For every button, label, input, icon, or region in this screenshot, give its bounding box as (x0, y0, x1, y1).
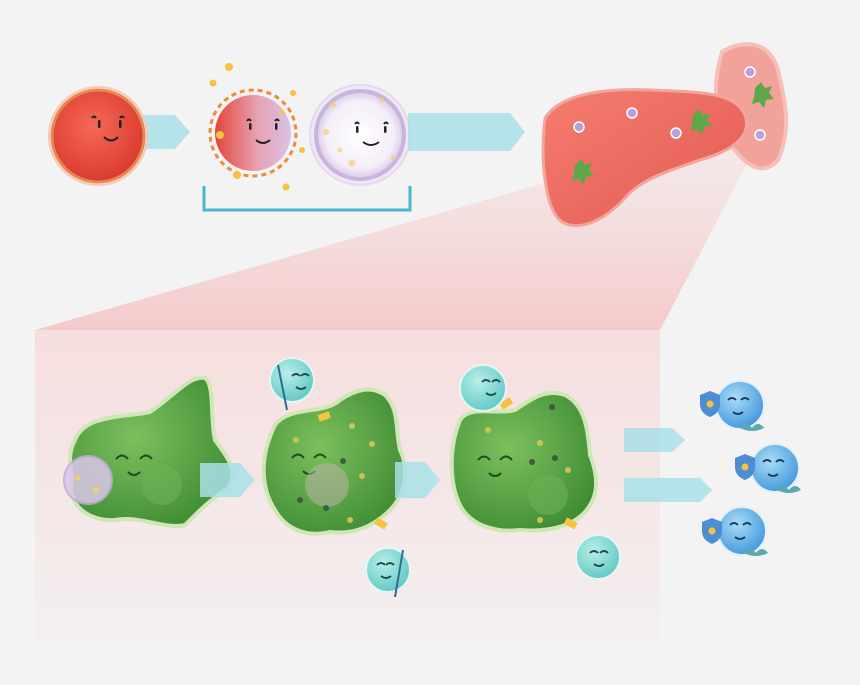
t-cell-icon (576, 535, 620, 579)
arrow-icon (624, 428, 685, 452)
nanoparticle-icon (310, 85, 410, 185)
arrow-icon (408, 113, 525, 151)
treg-cell-icon (700, 381, 764, 431)
red-cell-icon (48, 86, 148, 186)
bracket (204, 186, 410, 210)
macrophage-icon (452, 393, 596, 531)
treg-cell-icon (702, 507, 768, 556)
treg-cell-icon (735, 444, 801, 493)
t-cell-icon (460, 365, 506, 411)
arrow-icon (624, 478, 712, 502)
transforming-cell-icon (210, 63, 306, 191)
